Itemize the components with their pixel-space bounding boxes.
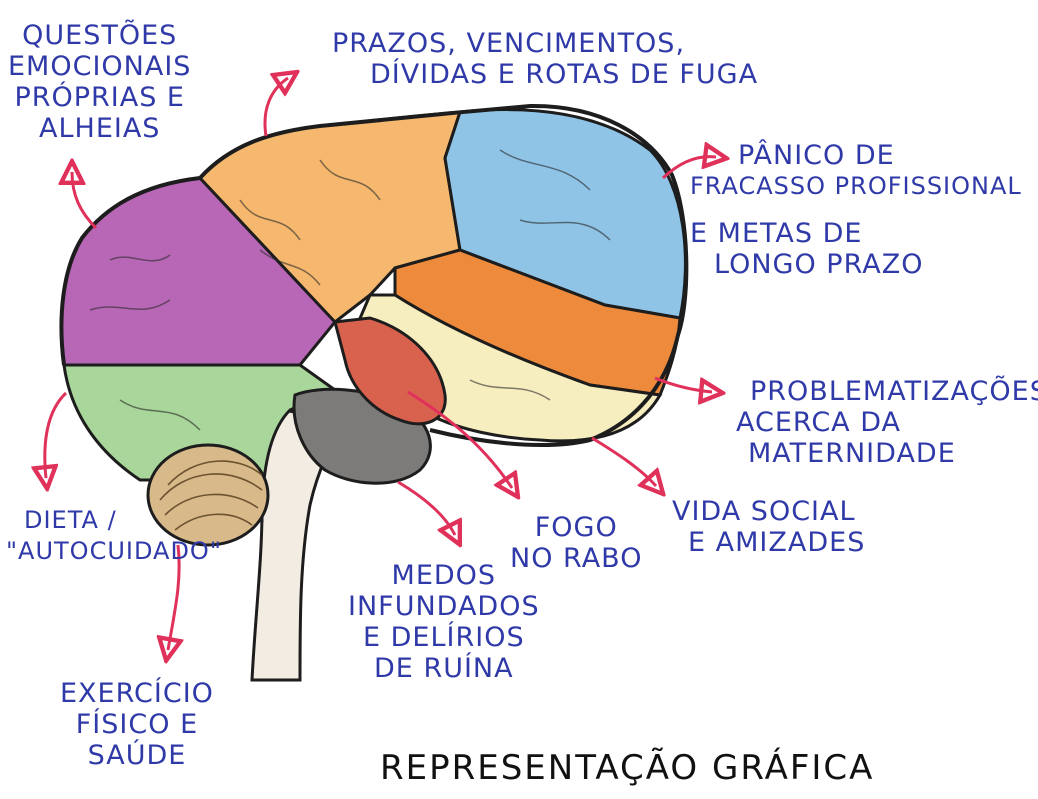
- arrow-panico: [661, 157, 716, 180]
- label-dieta: DIETA / "AUTOCUIDADO": [6, 505, 222, 567]
- label-panico: PÂNICO DE FRACASSO PROFISSIONAL E METAS …: [690, 140, 1022, 280]
- gyri-lines: [89, 149, 611, 431]
- arrow-exercicio: [168, 544, 179, 650]
- label-line: "AUTOCUIDADO": [6, 537, 222, 565]
- label-line: PRAZOS, VENCIMENTOS,: [332, 28, 686, 59]
- arrow-problematizacoes: [654, 376, 712, 392]
- label-line: EMOCIONAIS: [8, 51, 192, 82]
- arrow-medos: [397, 480, 455, 535]
- arrow-vida-social: [591, 436, 656, 486]
- label-line: PÂNICO DE: [738, 140, 895, 171]
- label-problematizacoes: PROBLEMATIZAÇÕES ACERCA DA MATERNIDADE: [732, 376, 1038, 469]
- label-line: EXERCÍCIO: [60, 678, 214, 709]
- brain-outline: [59, 103, 689, 448]
- label-line: MATERNIDADE: [748, 438, 956, 469]
- label-line: PRÓPRIAS E: [14, 82, 185, 113]
- label-line: E METAS DE: [690, 218, 863, 249]
- label-line: E AMIZADES: [688, 527, 866, 558]
- label-line: PROBLEMATIZAÇÕES: [750, 376, 1038, 407]
- diagram-caption: REPRESENTAÇÃO GRÁFICA: [380, 748, 875, 788]
- label-line: INFUNDADOS: [348, 591, 540, 622]
- label-line: ACERCA DA: [736, 407, 902, 438]
- label-emocionais: QUESTÕES EMOCIONAIS PRÓPRIAS E ALHEIAS: [8, 20, 191, 144]
- label-line: FRACASSO PROFISSIONAL: [690, 172, 1022, 200]
- label-fogo: FOGO NO RABO: [510, 512, 642, 574]
- label-line: DÍVIDAS E ROTAS DE FUGA: [370, 59, 759, 90]
- label-line: E DELÍRIOS: [363, 622, 525, 653]
- label-line: DE RUÍNA: [374, 653, 514, 684]
- label-line: NO RABO: [510, 543, 643, 574]
- label-exercicio: EXERCÍCIO FÍSICO E SAÚDE: [60, 678, 214, 771]
- label-vida-social: VIDA SOCIAL E AMIZADES: [672, 496, 865, 558]
- label-line: ALHEIAS: [39, 113, 161, 144]
- label-line: LONGO PRAZO: [714, 249, 924, 280]
- arrow-dieta: [45, 391, 68, 478]
- arrow-emocionais: [72, 172, 98, 230]
- label-line: QUESTÕES: [22, 20, 178, 51]
- label-line: DIETA /: [24, 506, 117, 534]
- label-line: FÍSICO E: [75, 709, 199, 740]
- arrow-fogo: [407, 390, 512, 488]
- label-prazos: PRAZOS, VENCIMENTOS, DÍVIDAS E ROTAS DE …: [332, 28, 758, 90]
- cerebellum-folds: [159, 460, 263, 531]
- arrow-prazos: [263, 78, 288, 137]
- label-line: MEDOS: [391, 560, 497, 591]
- label-line: VIDA SOCIAL: [672, 496, 856, 527]
- label-medos: MEDOS INFUNDADOS E DELÍRIOS DE RUÍNA: [348, 560, 540, 684]
- label-line: SAÚDE: [87, 740, 187, 771]
- label-line: FOGO: [534, 512, 618, 543]
